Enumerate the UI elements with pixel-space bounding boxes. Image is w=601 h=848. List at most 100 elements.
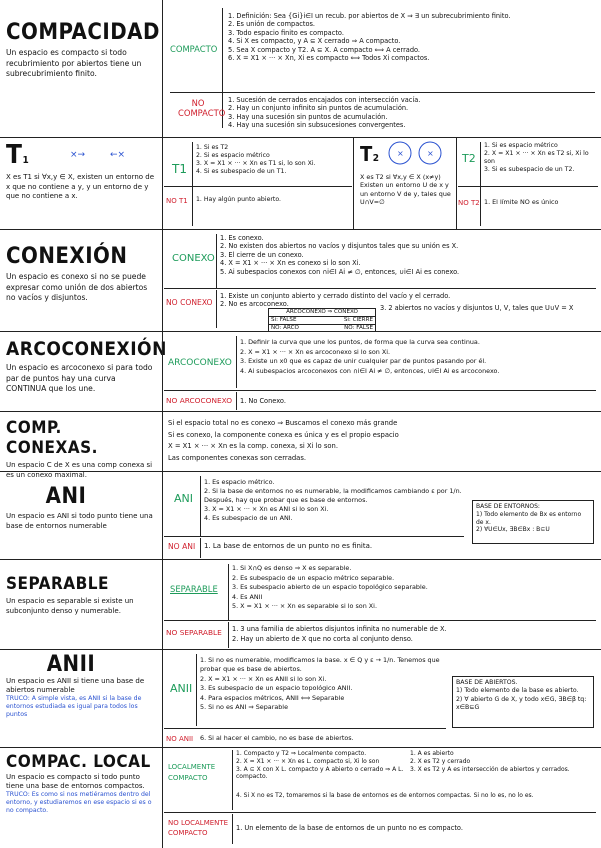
list-item: 2. X = X1 × ··· × Xn es L. compacto si, …: [236, 757, 380, 765]
no-ani-list: 1. La base de entornos de un punto no es…: [204, 542, 372, 550]
compacidad-desc: Un espacio es compacto si todo recubrimi…: [6, 48, 142, 78]
list-item: 2. Hay un abierto de X que no corta al c…: [232, 635, 413, 643]
anii-title: ANII: [46, 652, 96, 677]
no-conexo-list: 1. Existe un conjunto abierto y cerrado …: [220, 292, 450, 309]
svg-text:×: ×: [397, 149, 404, 158]
no-compacto-label: NO COMPACTO: [178, 98, 226, 118]
list-item: 4. Si X es compacto, y A ⊆ X cerrado ⇒ A…: [228, 37, 401, 46]
list-item: 4. Ai subespacios arcoconexos con ∩i∈I A…: [240, 366, 500, 375]
separable-label: SEPARABLE: [170, 584, 218, 594]
compacidad-title: COMPACIDAD: [6, 20, 160, 45]
box-title: BASE DE ENTORNOS:: [476, 503, 540, 510]
list-item: 1. 3 una familia de abiertos disjuntos i…: [232, 625, 447, 633]
svg-text:×→: ×→: [70, 150, 86, 160]
list-item: 1. Si es T2: [196, 144, 229, 151]
separable-desc: Un espacio es separable si existe un sub…: [6, 597, 134, 615]
list-item: 3. Todo espacio finito es compacto.: [228, 28, 344, 37]
t1-label: T1: [172, 162, 187, 176]
list-item: 5. Ai subespacios conexos con ∩i∈I Ai ≠ …: [220, 267, 460, 276]
list-item: 1. Es conexo.: [220, 234, 264, 242]
comp-conexas-desc: Un espacio C de X es una comp conexa si …: [6, 461, 153, 479]
compacto-label: COMPACTO: [170, 44, 218, 54]
list-item: 1. Si es espacio métrico: [484, 142, 558, 149]
arcoconexo-list: 1. Definir la curva que une los puntos, …: [240, 338, 499, 376]
compacto-list: 1. Definición: Sea {Gi}i∈I un recub. por…: [228, 12, 596, 62]
list-item: Si es conexo, la componente conexa es ún…: [168, 430, 399, 439]
list-item: Después, hay que probar que es base de e…: [204, 496, 368, 504]
list-item: 2. X = X1 × ··· × Xn es T2 si, Xi lo son: [484, 150, 589, 165]
list-item: 3. 2 abiertos no vacíos y disjuntos U, V…: [380, 304, 574, 312]
separable-title: SEPARABLE: [6, 574, 109, 594]
arco-desc: Un espacio es arcoconexo si para todo pa…: [6, 363, 153, 393]
list-item: 1. Definir la curva que une los puntos, …: [240, 338, 480, 346]
list-item: 4. X = X1 × ··· × Xn es conexo si lo son…: [220, 259, 361, 268]
localmente-compacto-item-4: 4. Si X no es T2, tomaremos si la base d…: [236, 792, 596, 800]
list-item: 1. Hay algún punto abierto.: [196, 196, 281, 203]
anii-desc: Un espacio es ANII si tiene una base de …: [6, 677, 145, 695]
list-item: 2. No existen dos abiertos no vacíos y d…: [220, 242, 459, 251]
svg-text:×: ×: [427, 149, 434, 158]
list-item: 6. X = X1 × ··· × Xn, Xi es compacto ⟺ T…: [228, 54, 430, 63]
base-abiertos-box: BASE DE ABIERTOS. 1) Todo elemento de la…: [452, 676, 594, 728]
list-item: 5. X = X1 × ··· × Xn es separable si lo …: [232, 602, 377, 610]
list-item: 2. Hay un conjunto infinito sin puntos d…: [228, 104, 409, 113]
localmente-compacto-label: LOCALMENTE COMPACTO: [168, 763, 216, 782]
list-item: 4. Para espacios métricos, ANII ⟺ Separa…: [200, 693, 345, 702]
list-item: probar que es base de abiertos.: [200, 665, 302, 674]
list-item: 4. Es subespacio de un ANI.: [204, 514, 293, 522]
list-item: 2. Es subespacio de un espacio métrico s…: [232, 573, 395, 582]
anii-truco-note: TRUCO: A simple vista, es ANII si la bas…: [6, 695, 142, 719]
list-item: 2) ∀ abierto G de X, y todo x∈G, ∃B∈β tq…: [456, 695, 587, 712]
list-item: 5. Si no es ANI ⇒ Separable: [200, 703, 288, 712]
no-t2-list: 1. El límite NO es único: [484, 198, 558, 206]
list-item: 1) Todo elemento de Bx es entorno de x.: [476, 510, 582, 526]
list-item: 3. El cierre de un conexo.: [220, 250, 304, 259]
ani-list: 1. Es espacio métrico. 2. Si la base de …: [204, 478, 462, 523]
t2-desc: X es T2 si ∀x,y ∈ X (x≠y) Existen un ent…: [360, 173, 451, 207]
list-item: 4. Si es subespacio de un T1.: [196, 168, 287, 175]
list-item: 4. Si X no es T2, tomaremos si la base d…: [236, 792, 534, 799]
arcoconexo-label: ARCOCONEXO: [168, 358, 232, 368]
list-item: 5. Sea X compacto y T2. A ⊆ X. A compact…: [228, 45, 421, 54]
list-item: 2. Es unión de compactos.: [228, 20, 316, 29]
list-item: 6. Si al hacer el cambio, no es base de …: [200, 734, 354, 742]
localmente-compacto-list: 1. Compacto y T2 ⇒ Localmente compacto. …: [236, 750, 408, 781]
list-item: 1. Si no es numerable, modificamos la ba…: [200, 656, 440, 664]
list-item: 3. Es subespacio de un espacio topológic…: [200, 684, 353, 693]
compac-local-desc: Un espacio es compacto si todo punto tie…: [6, 773, 145, 791]
section-comp-conexas: COMP. CONEXAS. Un espacio C de X es una …: [0, 412, 601, 479]
section-arcoconexion: ARCOCONEXIÓN Un espacio es arcoconexo si…: [0, 332, 601, 412]
no-separable-list: 1. 3 una familia de abiertos disjuntos i…: [232, 624, 447, 644]
section-compacidad: COMPACIDAD Un espacio es compacto si tod…: [0, 0, 601, 138]
t1-title: T1: [6, 140, 30, 170]
ani-label: ANI: [174, 492, 193, 505]
list-item: 2. X es T2 y cerrado: [410, 757, 471, 765]
list-item: 2. Si la base de entornos no es numerabl…: [204, 487, 462, 495]
base-entornos-box: BASE DE ENTORNOS: 1) Todo elemento de Bx…: [472, 500, 594, 544]
list-item: 1. Es espacio métrico.: [204, 478, 275, 486]
no-t1-label: NO T1: [166, 197, 188, 205]
list-item: 3. Hay una sucesión sin puntos de acumul…: [228, 112, 388, 121]
list-item: 3. Existe un x0 que es capaz de unir cua…: [240, 357, 487, 365]
list-item: X = X1 × ··· × Xn es la comp. conexa, si…: [168, 442, 338, 450]
conexo-label: CONEXO: [172, 253, 215, 264]
no-compacto-list: 1. Sucesión de cerrados encajados con in…: [228, 96, 420, 130]
list-item: 2. Si es espacio métrico: [196, 152, 270, 159]
abierto-cerrado-list: 1. A es abierto 2. X es T2 y cerrado 3. …: [410, 750, 596, 773]
table-row: ARCOCONEXO ⇒ CONEXO: [268, 308, 376, 316]
anii-list: 1. Si no es numerable, modificamos la ba…: [200, 656, 440, 712]
t2-list: 1. Si es espacio métrico 2. X = X1 × ···…: [484, 142, 596, 174]
svg-text:←×: ←×: [110, 150, 125, 160]
compac-local-truco-note: TRUCO: Es como si nos metiéramos dentro …: [6, 791, 152, 815]
list-item: 1) Todo elemento de la base es abierto.: [456, 687, 579, 695]
no-ani-label: NO ANI: [168, 542, 196, 551]
arco-title: ARCOCONEXIÓN: [6, 338, 167, 360]
list-item: Las componentes conexas son cerradas.: [168, 453, 307, 462]
list-item: 1. La base de entornos de un punto no es…: [204, 542, 373, 550]
compac-local-title: COMPAC. LOCAL: [6, 752, 151, 772]
list-item: 2. X = X1 × ··· × Xn es ANII si lo son X…: [200, 674, 327, 683]
list-item: 1. Un elemento de la base de entornos de…: [236, 824, 463, 832]
list-item: 1. Si X∩Q es denso ⇒ X es separable.: [232, 564, 352, 572]
list-item: 3. X = X1 × ··· × Xn es T1 si, lo son Xi…: [196, 160, 316, 167]
